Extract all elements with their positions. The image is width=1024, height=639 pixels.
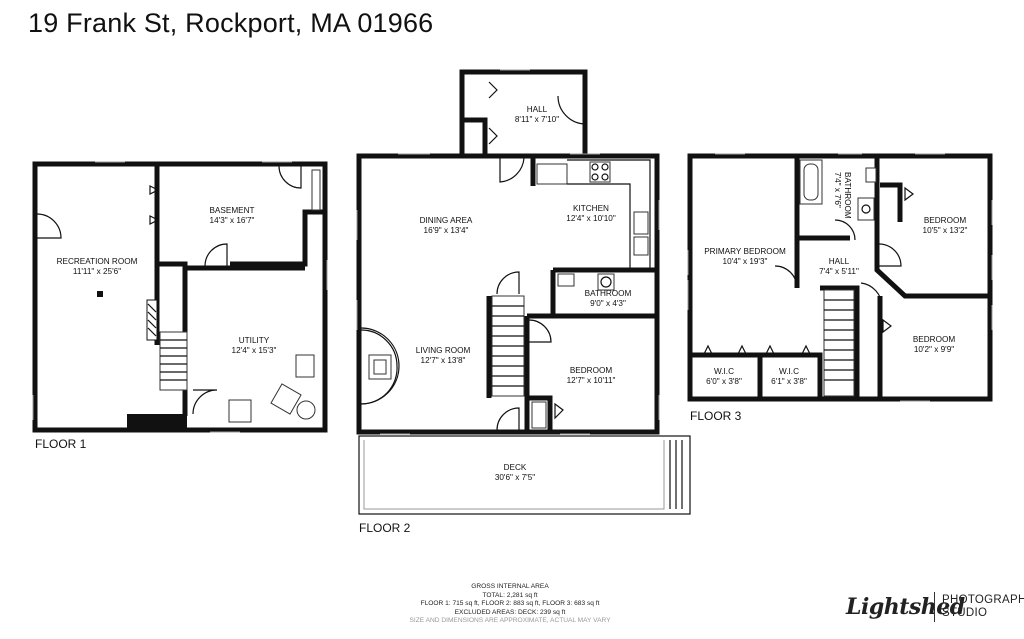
deck-dim: 30'6" x 7'5": [495, 473, 535, 482]
living-room-dim: 12'7" x 13'8": [421, 356, 466, 365]
bathroom-floor2-dim: 9'0" x 4'3": [590, 299, 626, 308]
recreation-room-label: RECREATION ROOM: [57, 257, 138, 266]
bathroom-floor3-dim: 7'4" x 7'6": [833, 172, 842, 208]
bedroom-floor2-dim: 12'7" x 10'11": [567, 376, 616, 385]
bedroom-floor3b-label: BEDROOM: [913, 335, 955, 344]
bedroom-floor3a-label: BEDROOM: [924, 216, 966, 225]
logo-divider: [934, 592, 935, 622]
logo-line-2: STUDIO: [942, 607, 988, 619]
floor-1-plan: [32, 161, 328, 433]
wic1-label: W.I.C: [714, 367, 734, 376]
floor-1-label: FLOOR 1: [35, 437, 87, 451]
bedroom-floor2-label: BEDROOM: [570, 366, 612, 375]
living-room-label: LIVING ROOM: [416, 346, 471, 355]
basement-label: BASEMENT: [209, 206, 254, 215]
dining-area-dim: 16'9" x 13'4": [424, 226, 469, 235]
deck-label: DECK: [504, 463, 527, 472]
hall-floor3-dim: 7'4" x 5'11": [819, 267, 859, 276]
recreation-room-dim: 11'11" x 25'6": [73, 267, 121, 276]
bedroom-floor3b-dim: 10'2" x 9'9": [914, 345, 954, 354]
hall-floor2-label: HALL: [527, 105, 548, 114]
kitchen-label: KITCHEN: [573, 204, 609, 213]
kitchen-dim: 12'4" x 10'10": [566, 214, 616, 223]
logo-text: PHOTOGRAPHY STUDIO: [942, 594, 1024, 620]
floor-3-plan: [687, 153, 993, 402]
utility-label: UTILITY: [239, 336, 270, 345]
primary-bedroom-dim: 10'4" x 19'3": [723, 257, 768, 266]
utility-dim: 12'4" x 15'3": [232, 346, 277, 355]
bathroom-floor2-label: BATHROOM: [585, 289, 632, 298]
bedroom-floor3a-dim: 10'5" x 13'2": [923, 226, 968, 235]
wic1-dim: 6'0" x 3'8": [706, 377, 742, 386]
logo-signature: Lightshed: [846, 594, 965, 620]
area-summary-disclaimer: SIZE AND DIMENSIONS ARE APPROXIMATE, ACT…: [409, 617, 611, 624]
floor-2-plan: [356, 69, 691, 515]
basement-dim: 14'3" x 16'7": [210, 216, 255, 225]
primary-bedroom-label: PRIMARY BEDROOM: [704, 247, 786, 256]
wic2-label: W.I.C: [779, 367, 799, 376]
hall-floor2-dim: 8'11" x 7'10": [515, 115, 559, 124]
area-summary-total: TOTAL: 2,281 sq ft: [482, 591, 538, 599]
area-summary-floors: FLOOR 1: 715 sq ft, FLOOR 2: 883 sq ft, …: [420, 600, 600, 607]
bathroom-floor3-label: BATHROOM: [843, 172, 852, 219]
area-summary-excluded: EXCLUDED AREAS: DECK: 239 sq ft: [454, 608, 566, 616]
floor1-dark-step: [127, 414, 187, 428]
area-summary: GROSS INTERNAL AREA TOTAL: 2,281 sq ft F…: [310, 583, 710, 626]
logo-line-1: PHOTOGRAPHY: [942, 594, 1024, 606]
floor-3-label: FLOOR 3: [690, 409, 742, 423]
studio-logo: Lightshed PHOTOGRAPHY STUDIO: [846, 590, 1024, 630]
dining-area-label: DINING AREA: [420, 216, 473, 225]
area-summary-heading: GROSS INTERNAL AREA: [471, 583, 549, 590]
wic2-dim: 6'1" x 3'8": [771, 377, 807, 386]
floor-2-label: FLOOR 2: [359, 521, 411, 535]
hall-floor3-label: HALL: [829, 257, 850, 266]
page-title: 19 Frank St, Rockport, MA 01966: [28, 8, 434, 38]
